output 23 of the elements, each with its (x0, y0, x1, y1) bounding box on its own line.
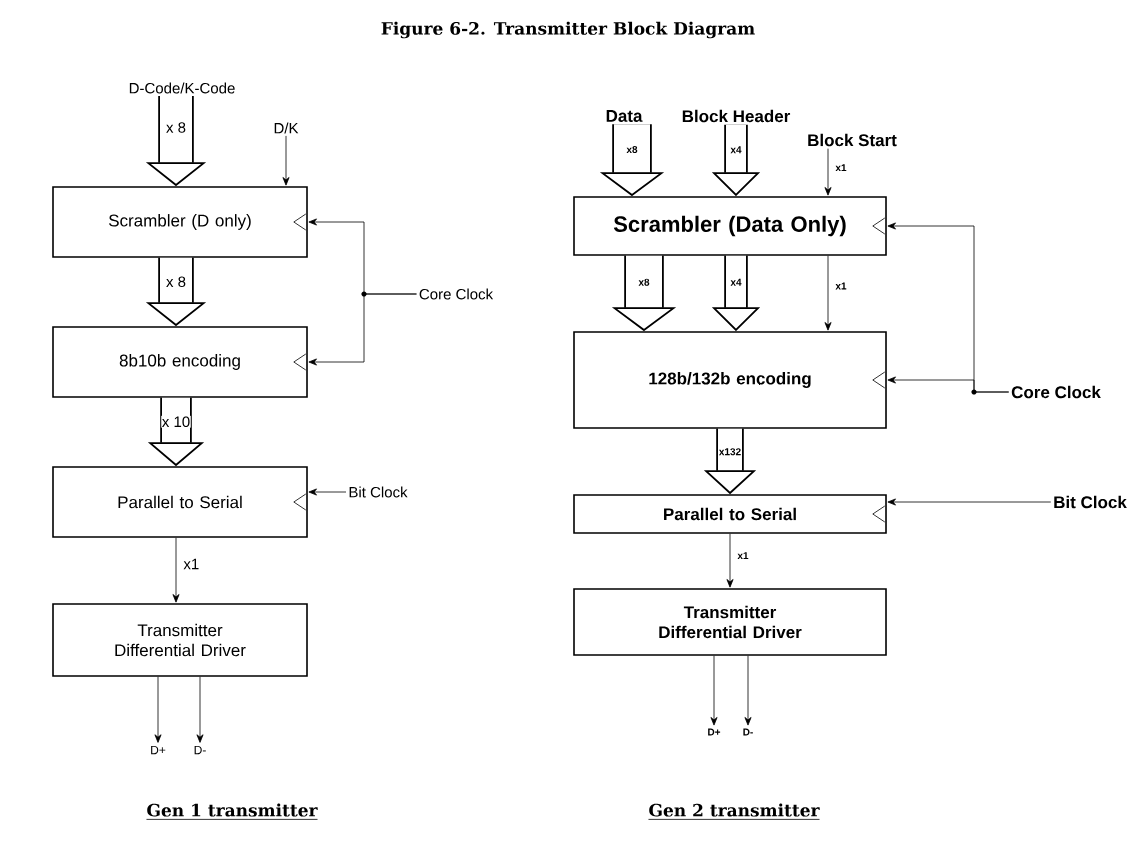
arrow (887, 376, 1010, 393)
arrow (308, 293, 417, 366)
arrow (282, 135, 290, 186)
subfigure-caption: Gen 2 transmitter (648, 803, 820, 820)
process-box: Transmitter Differential Driver (573, 588, 887, 656)
signal-label: Bit Clock (1054, 495, 1127, 509)
arrow (196, 676, 204, 743)
process-box: Transmitter Differential Driver (52, 603, 308, 677)
signal-label: Block Header (682, 109, 791, 123)
arrow (172, 537, 180, 603)
signal-label: Block Start (808, 133, 897, 147)
arrow (726, 533, 734, 588)
arrow (824, 255, 832, 331)
subfigure-caption: Gen 1 transmitter (146, 803, 318, 820)
arrow (154, 676, 162, 743)
arrow (744, 655, 752, 726)
arrow (710, 655, 718, 726)
signal-label: Core Clock (1011, 385, 1101, 399)
arrow (308, 488, 347, 496)
figure-title: Figure 6-2. Transmitter Block Diagram (381, 21, 755, 39)
arrow (887, 498, 1052, 506)
arrow (824, 148, 832, 196)
signal-label: Data (606, 110, 643, 122)
